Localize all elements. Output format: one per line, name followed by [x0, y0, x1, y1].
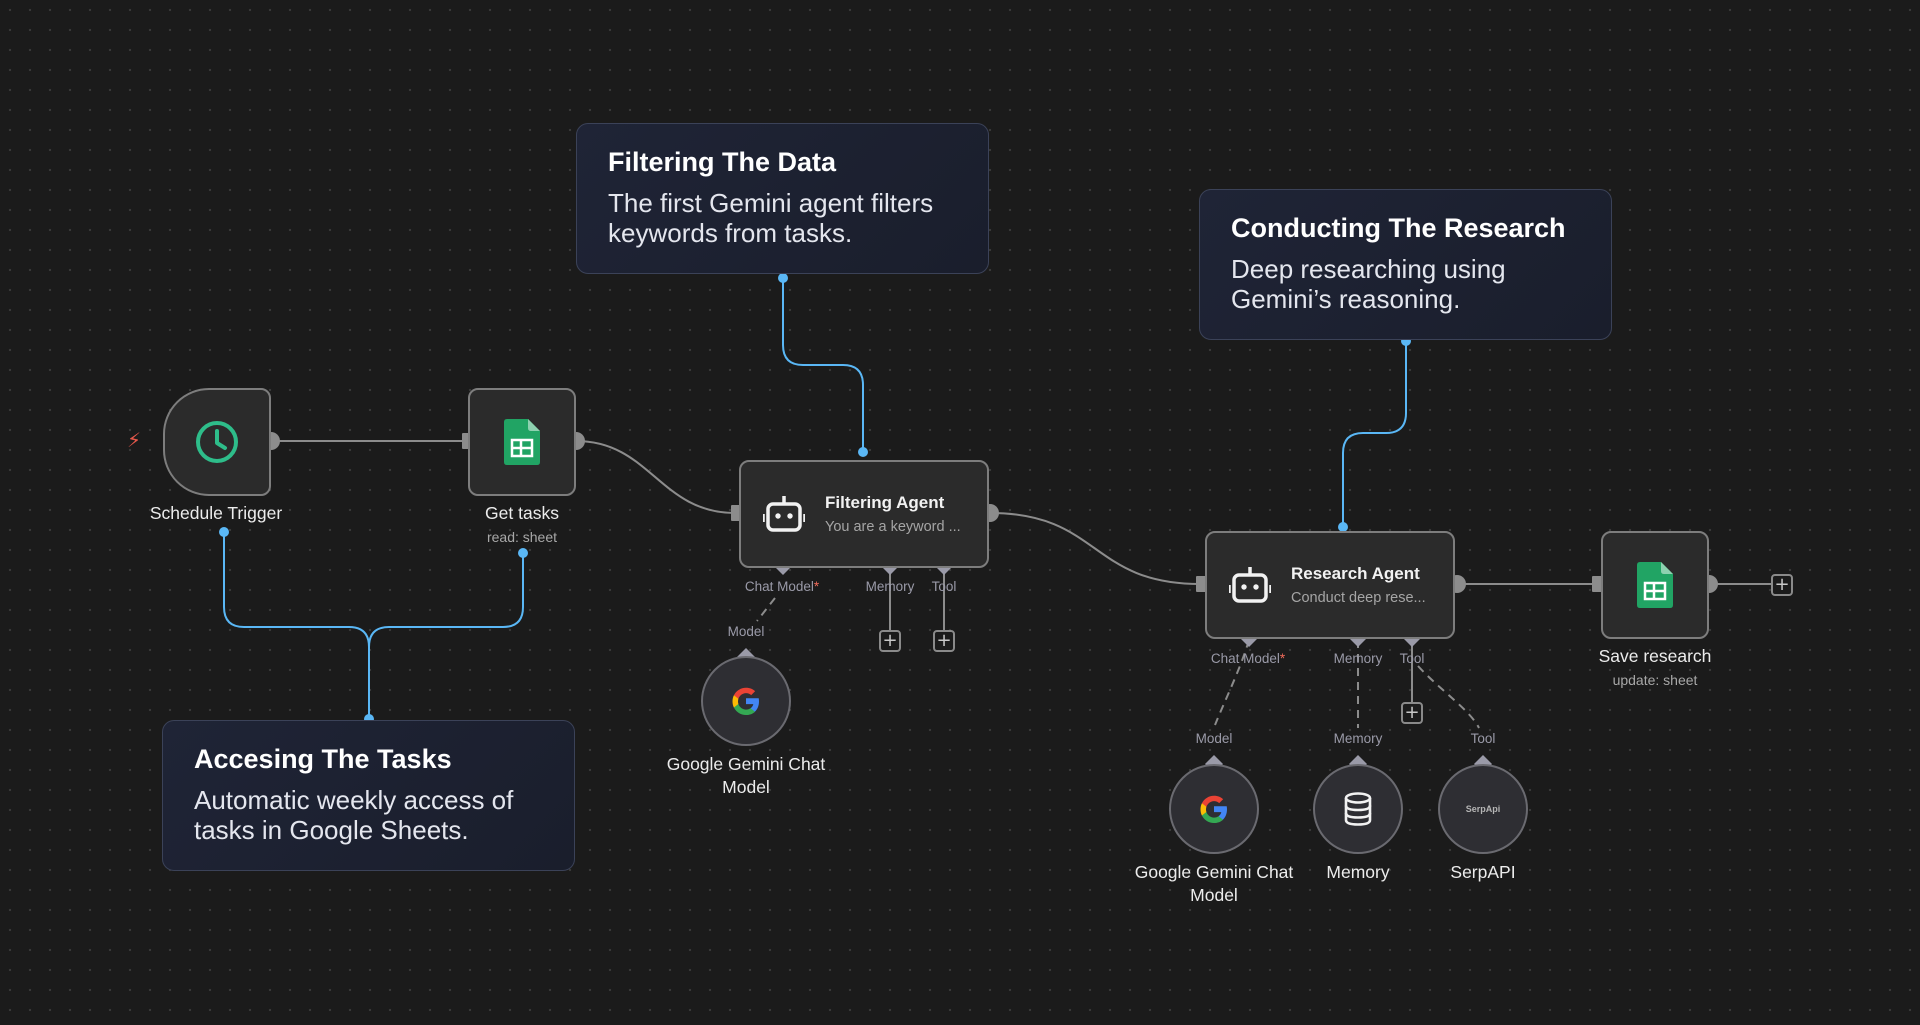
add-memory-button[interactable]: +: [879, 630, 901, 652]
google-g-icon: [1200, 795, 1227, 823]
wire-get-tasks-to-filtering-agent: [575, 440, 736, 514]
add-next-node-button[interactable]: +: [1771, 574, 1793, 596]
note-wire-tasks: [223, 532, 370, 719]
research-agent-node[interactable]: Research Agent Conduct deep rese...: [1205, 531, 1455, 639]
filter-chat-model-port-label: Chat Model*: [744, 579, 820, 594]
schedule-trigger-label: Schedule Trigger: [149, 503, 283, 523]
wire-research-tool: [1417, 665, 1480, 729]
note-body: Automatic weekly access of tasks in Goog…: [194, 784, 514, 845]
filtering-agent-node[interactable]: Filtering Agent You are a keyword ...: [739, 460, 989, 568]
research-chat-model-port-label: Chat Model*: [1210, 651, 1286, 666]
google-sheets-icon: [504, 419, 540, 465]
sticky-note-research[interactable]: Conducting The Research Deep researching…: [1199, 189, 1612, 340]
note-wire-filtering: [782, 278, 864, 452]
gemini-model-2-label: Google Gemini Chat Model: [1134, 862, 1294, 905]
serpapi-label: SerpAPI: [1450, 862, 1516, 882]
note-wire-tasks-2: [368, 553, 524, 648]
robot-icon: [763, 496, 805, 532]
wire-filtering-to-research-agent: [989, 512, 1201, 585]
add-research-tool-button[interactable]: +: [1401, 702, 1423, 724]
robot-icon: [1229, 567, 1271, 603]
filtering-agent-subtitle: You are a keyword ...: [825, 519, 961, 535]
google-sheets-icon: [1637, 562, 1673, 608]
wire-research-chat-model: [1214, 639, 1250, 726]
clock-icon: [196, 421, 238, 463]
filter-tool-port-label: Tool: [931, 579, 957, 594]
research-memory-port-label: Memory: [1333, 651, 1383, 666]
note-body: The first Gemini agent filters keywords …: [608, 187, 934, 248]
save-research-label: Save research: [1598, 646, 1712, 666]
memory-label: Memory: [1326, 862, 1390, 882]
note-wire-research: [1342, 341, 1407, 527]
filter-memory-port-label: Memory: [865, 579, 915, 594]
filtering-agent-title: Filtering Agent: [825, 493, 945, 512]
save-research-node[interactable]: [1601, 531, 1709, 639]
gemini2-model-port-label: Model: [1195, 731, 1233, 746]
note-body: Deep researching using Gemini’s reasonin…: [1231, 253, 1506, 314]
sticky-note-filtering[interactable]: Filtering The Data The first Gemini agen…: [576, 123, 989, 274]
gemini1-model-port-label: Model: [727, 624, 765, 639]
note-title: Accesing The Tasks: [194, 744, 452, 774]
gemini-model-1-label: Google Gemini Chat Model: [666, 754, 826, 797]
gemini-chat-model-node-1[interactable]: [701, 656, 791, 746]
get-tasks-sublabel: read: sheet: [486, 529, 558, 545]
add-tool-button[interactable]: +: [933, 630, 955, 652]
sticky-note-tasks[interactable]: Accesing The Tasks Automatic weekly acce…: [162, 720, 575, 871]
memory-node[interactable]: [1313, 764, 1403, 854]
note-title: Conducting The Research: [1231, 213, 1566, 243]
get-tasks-label: Get tasks: [485, 503, 559, 523]
save-research-sublabel: update: sheet: [1612, 672, 1698, 688]
google-g-icon: [732, 687, 759, 715]
research-agent-title: Research Agent: [1291, 564, 1420, 583]
serpapi-logo: SerpApi: [1465, 804, 1501, 814]
research-agent-subtitle: Conduct deep rese...: [1291, 590, 1426, 606]
gemini-chat-model-node-2[interactable]: [1169, 764, 1259, 854]
note-title: Filtering The Data: [608, 147, 837, 177]
trigger-bolt-icon: ⚡: [127, 428, 142, 452]
schedule-trigger-node[interactable]: [163, 388, 271, 496]
serpapi-node[interactable]: SerpApi: [1438, 764, 1528, 854]
memory-model-port-label: Memory: [1333, 731, 1383, 746]
database-icon: [1344, 792, 1372, 826]
wire-filter-chat-model: [756, 597, 776, 622]
get-tasks-node[interactable]: [468, 388, 576, 496]
research-tool-port-label: Tool: [1399, 651, 1425, 666]
serpapi-tool-port-label: Tool: [1470, 731, 1496, 746]
